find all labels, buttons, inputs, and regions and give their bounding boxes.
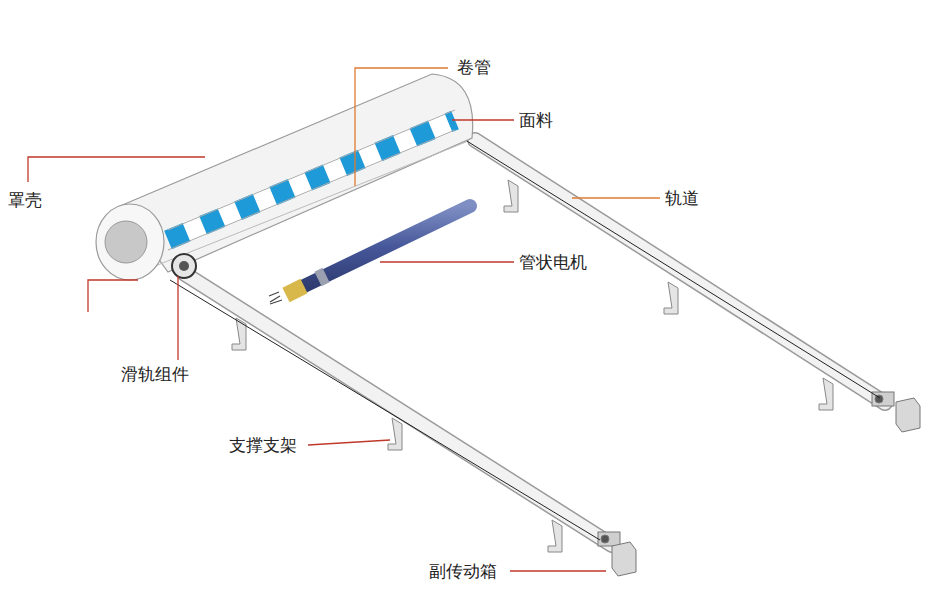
- part-label: 卷管: [456, 57, 492, 77]
- part-label: 轨道: [664, 188, 700, 208]
- tubular-motor: [269, 206, 470, 304]
- gearbox: [598, 392, 920, 576]
- housing: [96, 74, 473, 280]
- part-label: 滑轨组件: [120, 364, 190, 384]
- support-bracket: [232, 180, 833, 552]
- part-label: 支撑支架: [228, 435, 298, 455]
- part-label: 副传动箱: [428, 561, 498, 581]
- part-label: 面料: [518, 110, 554, 130]
- leader-line: [28, 68, 660, 571]
- part-label: 罩壳: [7, 190, 43, 210]
- part-label: 管状电机: [518, 252, 588, 272]
- slide-assembly: [172, 254, 196, 278]
